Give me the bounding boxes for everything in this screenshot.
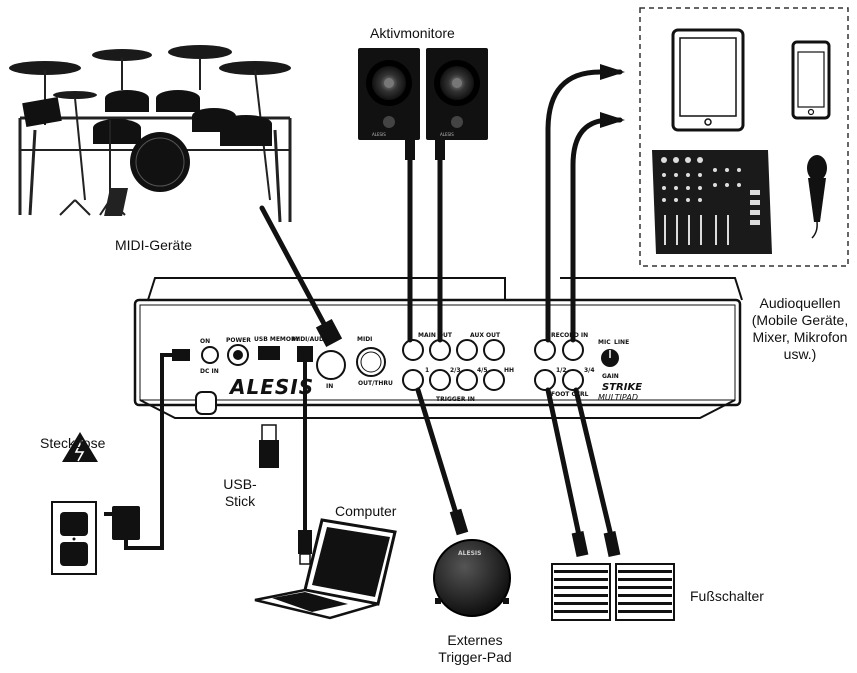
panel-record-in-label: RECORD IN	[551, 332, 588, 339]
audio-sources-box	[639, 7, 849, 267]
drum-kit-illustration	[9, 45, 292, 223]
usb-stick-label: USB- Stick	[218, 476, 262, 510]
computer-label: Computer	[335, 503, 397, 519]
panel-midi-out-thru-label: OUT/THRU	[358, 380, 393, 387]
outlet-illustration	[51, 432, 140, 575]
panel-foot-34-label: 3/4	[584, 367, 595, 374]
laptop-illustration	[254, 518, 397, 620]
external-trigger-pad-illustration	[433, 539, 511, 617]
panel-on-off-label: ON	[200, 338, 210, 345]
panel-midi-audio-label: MIDI/AUDIO	[292, 336, 331, 343]
panel-foot-12-label: 1/2	[556, 367, 567, 374]
usb-stick-line-1: USB-	[223, 476, 257, 492]
pad-brand-logo: ALESIS	[458, 550, 481, 557]
monitors-label: Aktivmonitore	[370, 25, 455, 41]
midi-devices-label: MIDI-Geräte	[115, 237, 193, 253]
panel-main-out-label: MAIN OUT	[418, 332, 453, 339]
footswitch-label: Fußschalter	[690, 588, 764, 604]
panel-trigger-45-label: 4/5	[477, 367, 488, 374]
panel-midi-in-label: IN	[326, 383, 333, 390]
external-pad-line-1: Externes	[447, 632, 503, 648]
footswitches-illustration	[551, 563, 675, 621]
panel-brand-logo: ALESIS	[228, 375, 314, 399]
microphone-icon	[807, 155, 827, 239]
panel-model-line2: MULTIPAD	[598, 393, 638, 402]
monitor-right-brand: ALESIS	[440, 132, 454, 137]
monitor-left-brand: ALESIS	[372, 132, 386, 137]
panel-usb-memory-label: USB MEMORY	[254, 336, 300, 343]
external-pad-line-2: Trigger-Pad	[438, 649, 512, 665]
panel-power-label: POWER	[226, 337, 251, 344]
external-pad-label: Externes Trigger-Pad	[425, 632, 525, 666]
panel-trigger-hh-label: HH	[504, 367, 514, 374]
panel-midi-label: MIDI	[357, 336, 372, 343]
audio-sources-line-4: usw.)	[783, 346, 817, 362]
panel-dc-in-label: DC IN	[200, 368, 219, 375]
active-monitors-illustration	[358, 48, 488, 140]
phone-icon	[791, 40, 831, 120]
cable-connectors	[172, 64, 625, 565]
panel-trigger-in-label: TRIGGER IN	[436, 396, 475, 403]
panel-trigger-1-label: 1	[425, 367, 429, 374]
audio-sources-line-2: (Mobile Geräte,	[751, 312, 849, 328]
panel-line-label: LINE	[614, 339, 629, 346]
panel-aux-out-label: AUX OUT	[470, 332, 501, 339]
panel-gain-label: GAIN	[602, 373, 619, 380]
strike-multipad-rear-panel	[133, 277, 743, 419]
usb-stick-illustration	[259, 424, 279, 468]
panel-trigger-23-label: 2/3	[450, 367, 461, 374]
outlet-label: Steckdose	[40, 435, 106, 451]
mixer-icon	[652, 150, 772, 254]
audio-sources-line-3: Mixer, Mikrofon	[752, 329, 848, 345]
audio-sources-label: Audioquellen (Mobile Geräte, Mixer, Mikr…	[745, 295, 855, 363]
panel-model-line1: STRIKE	[602, 382, 642, 393]
usb-stick-line-2: Stick	[224, 493, 256, 509]
panel-mic-label: MIC	[598, 339, 611, 346]
tablet-icon	[671, 28, 745, 132]
panel-foot-ctrl-label: FOOT CTRL	[551, 391, 589, 398]
audio-sources-line-1: Audioquellen	[759, 295, 841, 311]
